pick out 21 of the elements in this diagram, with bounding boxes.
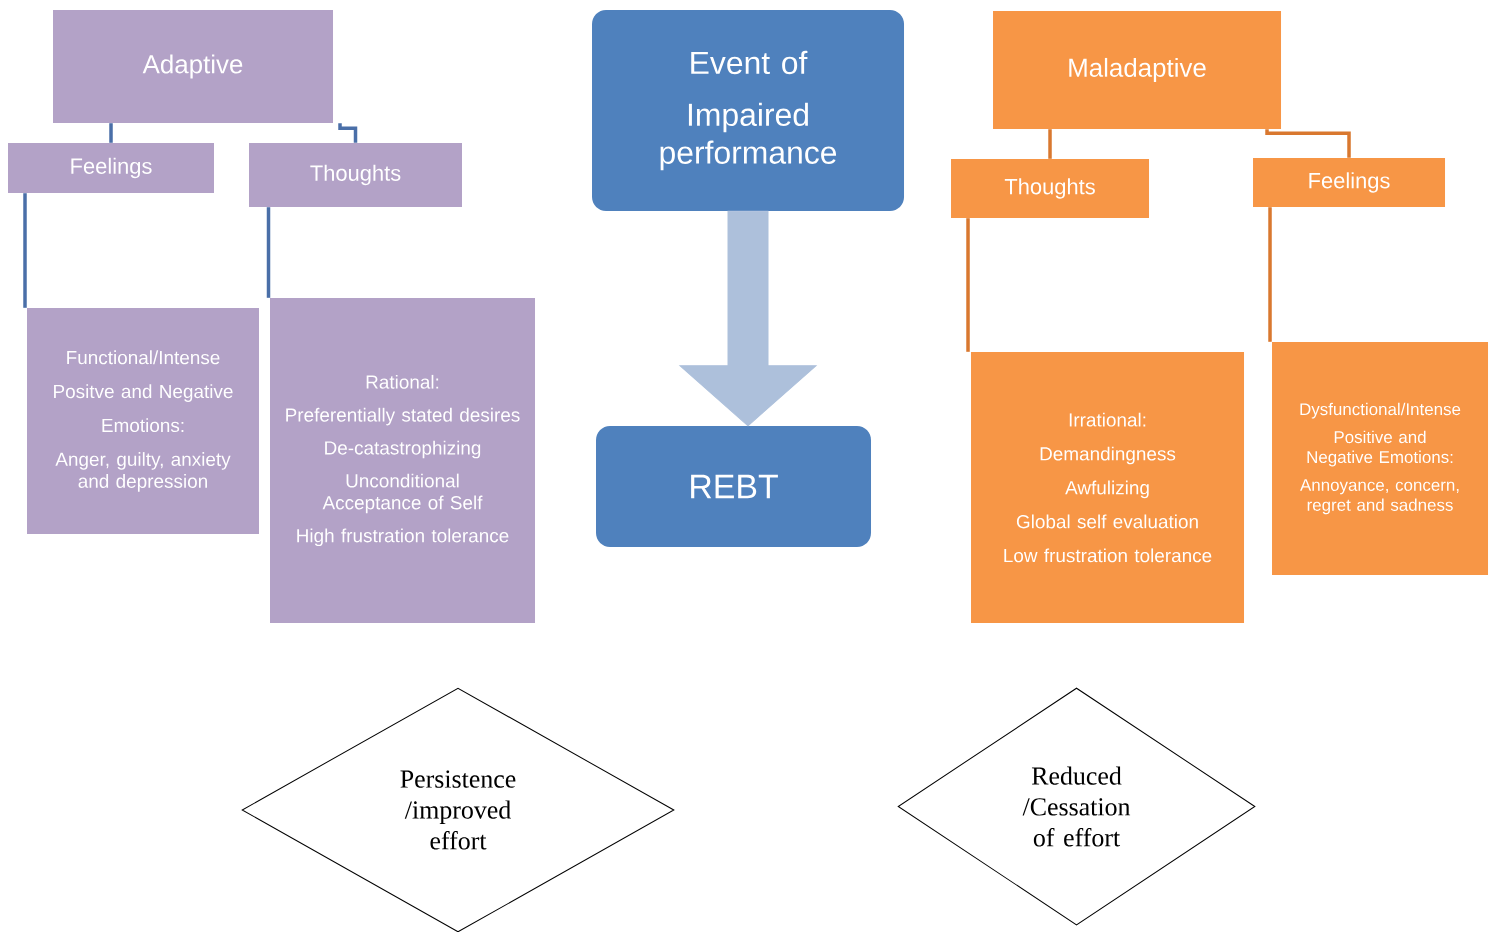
category-box: Adaptive	[53, 10, 333, 123]
label-box: Thoughts	[951, 159, 1149, 218]
connector-line	[338, 123, 358, 143]
connector-line	[109, 123, 113, 143]
description-box: Functional/Intense Positve and Negative Emotions: Anger, guilty, anxiety and depression	[27, 308, 259, 534]
description-box: Irrational: Demandingness Awfulizing Global self evaluation Low frustration tolerance	[971, 352, 1244, 623]
category-box: Maladaptive	[993, 11, 1281, 129]
label-box: Feelings	[8, 143, 214, 193]
description-box: Rational: Preferentially stated desires De-catastrophizing Unconditional Acceptance of Self High frustration tolerance	[270, 298, 535, 623]
connector-line	[1048, 129, 1052, 159]
label-box: Thoughts	[249, 143, 462, 207]
connector-line	[1265, 129, 1351, 158]
label-box: Feelings	[1253, 158, 1445, 207]
connector-line	[266, 207, 271, 298]
connector-line	[966, 218, 970, 352]
connector-line	[23, 193, 27, 308]
process-box: REBT	[596, 426, 871, 547]
block-arrow	[679, 210, 817, 427]
event-box: Event of Impaired performance	[592, 10, 904, 211]
connector-line	[1268, 207, 1272, 342]
description-box: Dysfunctional/Intense Positive and Negative Emotions: Annoyance, concern, regret and sadness	[1272, 342, 1488, 575]
